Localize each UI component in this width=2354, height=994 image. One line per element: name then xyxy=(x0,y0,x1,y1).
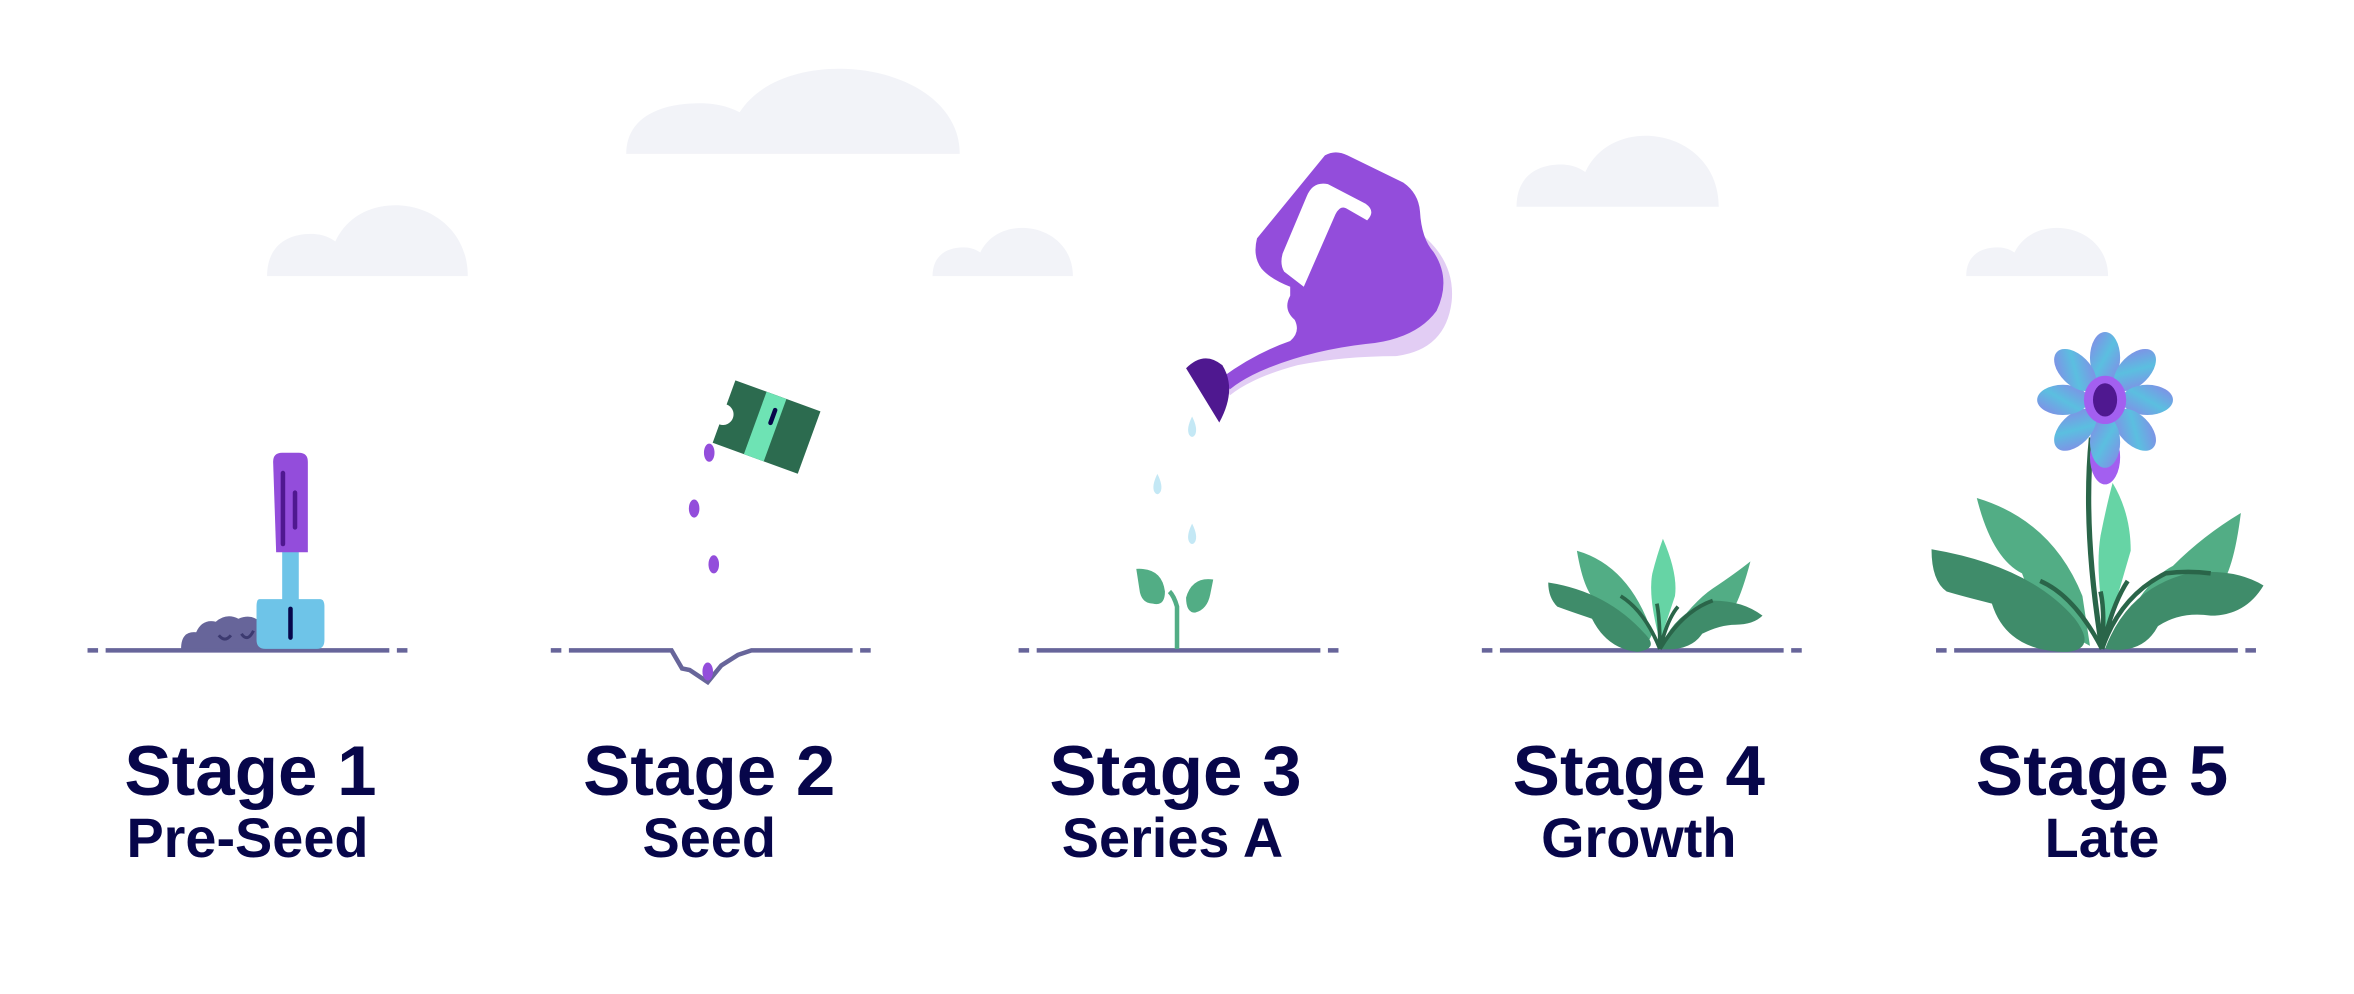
seed-drops xyxy=(688,443,720,681)
flower-icon xyxy=(1931,331,2264,652)
plant-icon xyxy=(1548,538,1763,652)
petal xyxy=(2113,408,2156,451)
stage-4-title: Stage 4 xyxy=(1513,732,1766,811)
petal xyxy=(2037,384,2089,415)
stage-3-title: Stage 3 xyxy=(1049,732,1301,811)
stage-labels: Stage 1 Pre-Seed Stage 2 Seed Stage 3 Se… xyxy=(124,732,2228,869)
watering-can-icon xyxy=(1186,152,1453,423)
ground-lines xyxy=(87,648,2256,686)
petal xyxy=(2054,408,2097,451)
clouds xyxy=(267,68,2109,277)
petal xyxy=(2113,348,2156,392)
cloud xyxy=(1516,135,1719,207)
cloud xyxy=(1966,227,2109,277)
cloud xyxy=(932,227,1073,277)
seed-packet-icon xyxy=(712,380,821,474)
petal xyxy=(2089,416,2121,468)
stage-1-subtitle: Pre-Seed xyxy=(126,806,368,869)
petal xyxy=(2121,384,2173,415)
water-drops xyxy=(1153,416,1197,544)
sprout-icon xyxy=(1136,568,1214,649)
stage-1-title: Stage 1 xyxy=(124,732,376,811)
flower-petals xyxy=(2037,331,2173,468)
ground-line xyxy=(568,648,853,686)
shovel-icon xyxy=(181,452,325,649)
stage-2-subtitle: Seed xyxy=(643,806,776,869)
stage-2-title: Stage 2 xyxy=(583,732,835,811)
cloud xyxy=(626,68,960,154)
stage-5-subtitle: Late xyxy=(2045,806,2160,869)
stage-5-title: Stage 5 xyxy=(1976,732,2228,811)
petal xyxy=(2054,348,2097,392)
stage-4-subtitle: Growth xyxy=(1541,806,1736,869)
stage-3-subtitle: Series A xyxy=(1062,806,1283,869)
petal xyxy=(2089,331,2121,384)
cloud xyxy=(267,205,468,277)
